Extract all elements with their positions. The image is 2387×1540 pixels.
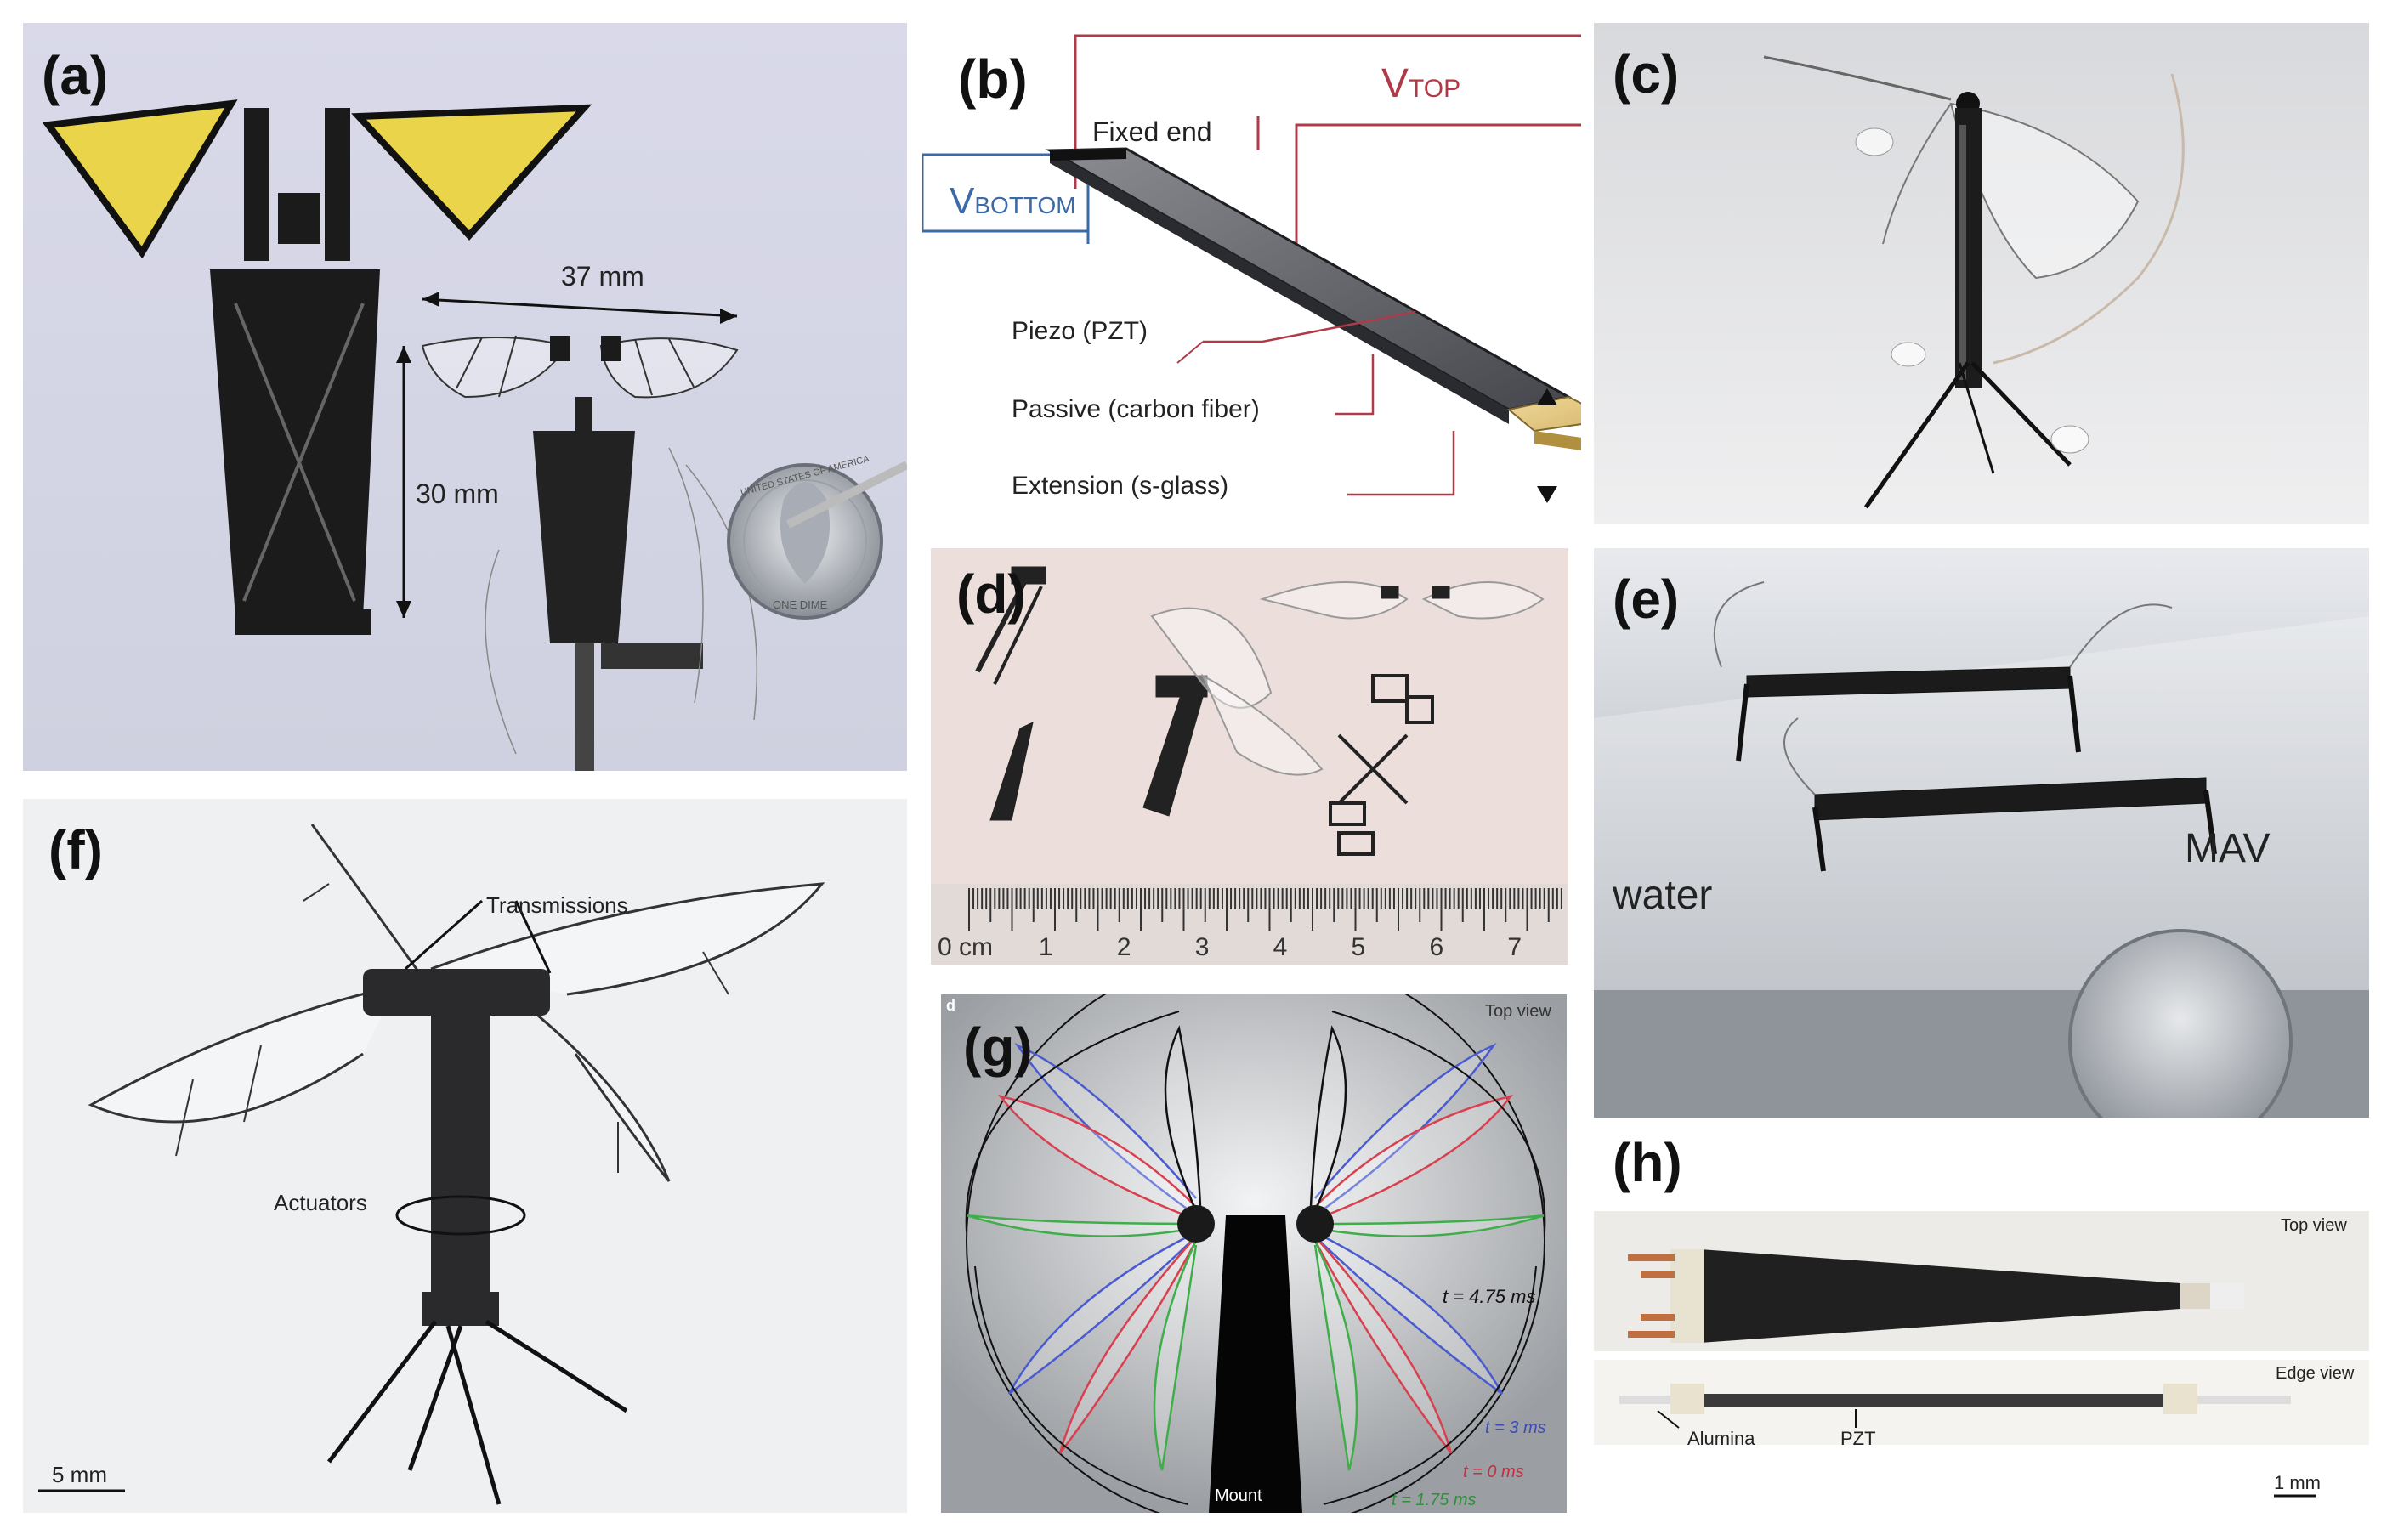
pzt-beam-top: [1045, 147, 1573, 411]
yellow-wing-right: [351, 104, 592, 241]
wing-traces-right: [1309, 1025, 1545, 1471]
yellow-wing-left: [42, 99, 238, 259]
mount: [1209, 1215, 1302, 1513]
water-label: water: [1613, 873, 1713, 918]
robot-c: [1763, 55, 2185, 509]
ruler-number: 3: [1194, 933, 1210, 961]
pzt-label: PZT: [1840, 1428, 1876, 1449]
dimension-height-label: 30 mm: [416, 478, 499, 509]
extension-label: Extension (s-glass): [1012, 472, 1229, 500]
panel-c-photo: [1594, 23, 2369, 524]
transmissions-label: Transmissions: [486, 892, 628, 918]
panel-label-a: (a): [42, 45, 109, 106]
panel-g: d (g) Top view t = 4.75 ms t = 3 ms t = …: [941, 994, 1567, 1513]
fixed-end-label: Fixed end: [1092, 116, 1212, 147]
panel-label-c: (c): [1613, 43, 1680, 105]
actuator-edge-view: [1687, 1394, 2180, 1407]
v-bottom-sub: BOTTOM: [974, 192, 1076, 218]
small-robot: [421, 335, 758, 771]
mav-label: MAV: [2185, 826, 2271, 871]
scale-bar-h: 1 mm: [2274, 1472, 2321, 1493]
ruler: [931, 884, 1568, 965]
panel-f: (f) Transmissions Actuators 5 mm: [23, 799, 907, 1513]
dimension-arrow-width: [422, 297, 738, 318]
panel-a: UNITED STATES OF AMERICA ONE DIME (a) 37…: [23, 23, 907, 771]
v-bottom-main: V: [950, 180, 975, 222]
dimension-width-label: 37 mm: [561, 261, 644, 292]
piezo-label: Piezo (PZT): [1012, 317, 1148, 345]
ruler-number: 2: [1116, 933, 1131, 961]
time-label-475: t = 4.75 ms: [1443, 1286, 1536, 1307]
scale-bar-f: 5 mm: [52, 1462, 107, 1487]
corner-letter-g: d: [946, 997, 955, 1014]
mount-label: Mount: [1215, 1486, 1262, 1505]
panel-label-g: (g): [963, 1016, 1033, 1078]
panel-b-diagram: [922, 34, 1581, 503]
panel-f-photo: [23, 799, 907, 1513]
panel-label-f: (f): [48, 819, 103, 880]
time-label-3: t = 3 ms: [1485, 1418, 1546, 1437]
coin-text-bottom: ONE DIME: [773, 598, 828, 611]
ruler-number: 5: [1351, 933, 1366, 961]
ruler-number: 4: [1273, 933, 1288, 961]
time-label-175: t = 1.75 ms: [1392, 1491, 1477, 1509]
mav-robots: [1713, 581, 2217, 872]
ruler-number: 7: [1507, 933, 1522, 961]
panel-h: (h) Top view Edge view Alumina PZT 1 mm: [1594, 1130, 2369, 1513]
panel-label-b: (b): [958, 48, 1028, 110]
top-view-label-g: Top view: [1485, 1002, 1551, 1021]
panel-label-h: (h): [1613, 1132, 1682, 1193]
extension-s-glass: [1506, 395, 1581, 433]
panel-h-photo: [1594, 1211, 2369, 1498]
panel-a-photo: [23, 23, 907, 771]
panel-g-photo: [941, 994, 1567, 1513]
v-top-main: V: [1381, 61, 1409, 106]
time-label-0: t = 0 ms: [1463, 1463, 1524, 1481]
wing-traces-left: [966, 1025, 1202, 1471]
ruler-number: 6: [1429, 933, 1444, 961]
actuator-top-view: [1700, 1249, 2180, 1343]
panel-e-photo: [1594, 548, 2369, 1118]
ruler-unit-label: 0 cm: [938, 933, 994, 961]
panel-label-d: (d): [956, 563, 1026, 625]
v-top-sub: TOP: [1409, 75, 1461, 103]
panel-label-e: (e): [1613, 569, 1680, 630]
large-robot-frame: [210, 108, 380, 635]
panel-e: (e) water MAV: [1594, 548, 2369, 1118]
ruler-number: 1: [1038, 933, 1053, 961]
robot-components: [975, 566, 1545, 856]
coin-e: [2068, 929, 2293, 1118]
robot-f: [88, 824, 825, 1182]
panel-b: (b) VTOP VBOTTOM Fixed end Piezo (PZT) P…: [922, 23, 1581, 516]
v-top-label: VTOP: [1381, 64, 1460, 105]
v-bottom-label: VBOTTOM: [950, 183, 1076, 220]
actuators-label: Actuators: [274, 1190, 367, 1215]
alumina-label: Alumina: [1687, 1428, 1755, 1449]
top-view-label-h: Top view: [2281, 1216, 2347, 1235]
panel-c: (c): [1594, 23, 2369, 524]
panel-d: (d) 0 cm 12345678: [931, 548, 1568, 965]
edge-view-label-h: Edge view: [2276, 1364, 2355, 1383]
passive-label: Passive (carbon fiber): [1012, 395, 1260, 423]
panel-d-photo: [931, 548, 1568, 965]
